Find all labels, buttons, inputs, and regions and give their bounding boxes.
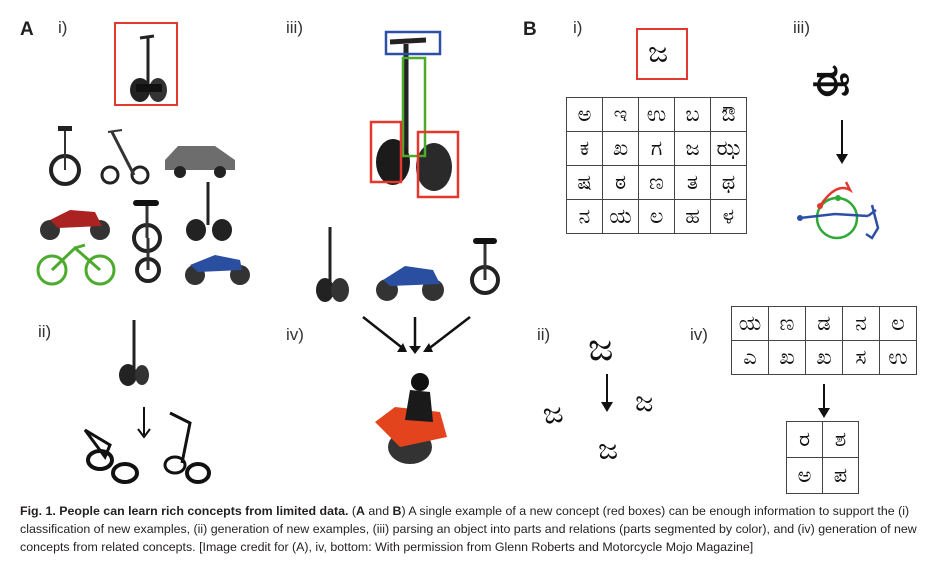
target-character: ಜ [648, 35, 669, 70]
grid-cell: ಇ [602, 97, 639, 132]
caption-ref-b: B [392, 504, 402, 518]
grid-cell: ಉ [638, 97, 675, 132]
caption-title: Fig. 1. People can learn rich concepts f… [20, 504, 349, 518]
grid-cell: ನ [842, 306, 880, 341]
scooter-image [100, 129, 150, 185]
parse-character: ಈ [812, 55, 851, 106]
segway-image [130, 34, 167, 102]
panel-b-iv-label: iv) [690, 325, 708, 344]
grid-cell: ತ [674, 165, 711, 200]
caption-body: ) A single example of a new concept (red… [20, 504, 917, 554]
segway-example-box [114, 22, 178, 106]
car-image [165, 146, 235, 178]
grid-cell: ಅ [786, 457, 823, 494]
panel-b-i-label: i) [573, 18, 583, 37]
character-parse-strokes [797, 120, 880, 240]
related-concepts-grid: ಯ ಣ ಡ ನ ಲ ಎ ಖ ಖ ಸ ಉ [731, 306, 917, 375]
panel-a-iii-label: iii) [286, 18, 303, 37]
figure-caption: Fig. 1. People can learn rich concepts f… [20, 502, 925, 556]
panel-a-label: A [20, 19, 34, 40]
grid-cell: ಸ [842, 340, 880, 375]
generation-arrow [601, 374, 613, 412]
grid-cell: ಉ [879, 340, 917, 375]
grid-cell: ಯ [731, 306, 769, 341]
motorcycle2-image [185, 255, 250, 285]
panel-a-ii-label: ii) [38, 322, 52, 341]
grid-cell: ಶ [822, 421, 859, 458]
panel-a-i-label: i) [58, 18, 68, 37]
grid-cell: ನ [566, 199, 603, 234]
grid-cell: ಝ [710, 131, 747, 166]
character-grid: ಅ ಇ ಉ ಬ ಔ ಕ ಖ ಗ ಜ ಝ ಷ ಠ ಣ ತ ಥ ನ ಯ ಲ ಹ ಳ [566, 97, 747, 234]
panel-b-label: B [523, 19, 537, 40]
hybrid-vehicle-image [375, 373, 447, 464]
caption-open: ( [348, 504, 357, 518]
unicycle4-image [470, 238, 500, 295]
bicycle-image [36, 243, 116, 286]
grid-cell: ಬ [674, 97, 711, 132]
grid-cell: ಳ [710, 199, 747, 234]
segway-generation [83, 320, 211, 484]
grid-cell: ಹ [674, 199, 711, 234]
grid-cell: ಣ [638, 165, 675, 200]
grid-cell: ಜ [674, 131, 711, 166]
generated-character: ಜ [598, 432, 619, 467]
panel-b-iii-label: iii) [793, 18, 810, 37]
grid-cell: ಔ [710, 97, 747, 132]
grid-cell: ರ [786, 421, 823, 458]
segway3-image [316, 227, 349, 302]
vehicle-examples [36, 126, 250, 286]
grid-cell: ಡ [805, 306, 843, 341]
grid-cell: ಠ [602, 165, 639, 200]
segway2-image [186, 182, 232, 241]
grid-cell: ಕ [566, 131, 603, 166]
motorcycle3-image [376, 266, 444, 301]
grid-cell: ಷ [566, 165, 603, 200]
unicycle-image [49, 126, 81, 186]
generation-example-character: ಜ [588, 325, 614, 369]
generated-character: ಜ [540, 394, 566, 433]
panel-a-iv-label: iv) [286, 325, 304, 344]
grid-cell: ಗ [638, 131, 675, 166]
generated-character: ಜ [633, 384, 656, 419]
grid-cell: ಣ [768, 306, 806, 341]
grid-cell: ಖ [768, 340, 806, 375]
new-vehicle-generation [316, 227, 500, 464]
new-concept-arrow [818, 384, 830, 418]
unicycle3-image [135, 238, 161, 283]
grid-cell: ಪ [822, 457, 859, 494]
grid-cell: ಖ [602, 131, 639, 166]
segway-parse [369, 30, 460, 199]
motorcycle-image [40, 210, 110, 240]
caption-ref-a: A [356, 504, 365, 518]
grid-cell: ಎ [731, 340, 769, 375]
panel-b-ii-label: ii) [537, 325, 551, 344]
grid-cell: ಅ [566, 97, 603, 132]
grid-cell: ಲ [638, 199, 675, 234]
grid-cell: ಲ [879, 306, 917, 341]
new-concepts-grid: ರ ಶ ಅ ಪ [786, 421, 859, 494]
target-character-box: ಜ [636, 28, 688, 80]
grid-cell: ಯ [602, 199, 639, 234]
grid-cell: ಖ [805, 340, 843, 375]
caption-and: and [364, 504, 393, 518]
grid-cell: ಥ [710, 165, 747, 200]
